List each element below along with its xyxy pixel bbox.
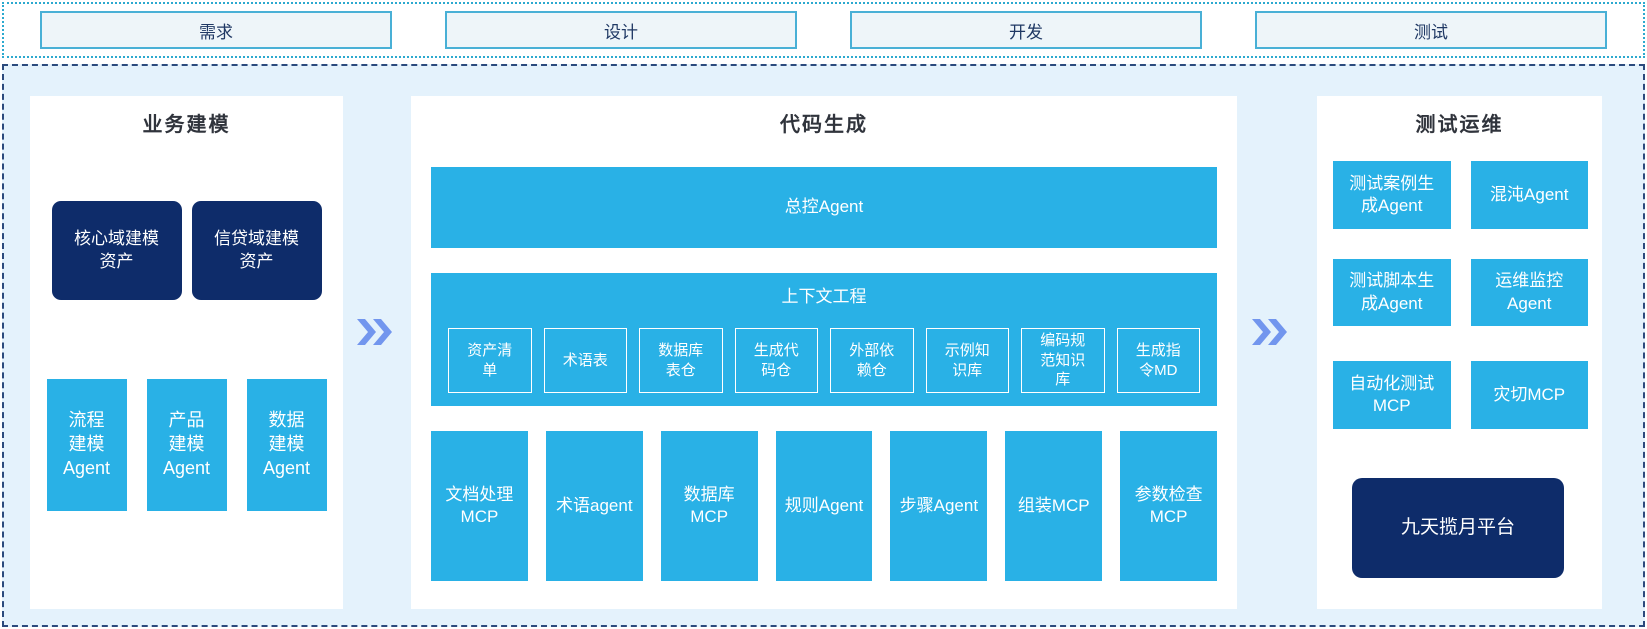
- tool-box-param-check-mcp: 参数检查MCP: [1120, 431, 1218, 581]
- context-box-generated-code-repo: 生成代码仓: [734, 328, 818, 393]
- panel-business-modeling: 业务建模 核心域建模资产 信贷域建模资产 流程建模Agent 产品建模Agent…: [30, 96, 343, 609]
- asset-box-core-domain: 核心域建模资产: [51, 201, 182, 300]
- phase-box-design: 设计: [445, 11, 797, 49]
- testops-row-2: 测试脚本生成Agent 运维监控Agent: [1333, 259, 1588, 326]
- panel-code-generation: 代码生成 总控Agent 上下文工程 资产清单 术语表 数据库表仓 生成代码仓 …: [411, 96, 1237, 609]
- agent-box-chaos: 混沌Agent: [1470, 161, 1588, 229]
- context-box-example-knowledge-base: 示例知识库: [925, 328, 1009, 393]
- phase-box-testing: 测试: [1255, 11, 1607, 49]
- tool-box-rule-agent: 规则Agent: [775, 431, 873, 581]
- agent-box-data-modeling: 数据建模Agent: [246, 379, 327, 511]
- agent-box-process-modeling: 流程建模Agent: [46, 379, 127, 511]
- platform-box-jiutian-lanyue: 九天揽月平台: [1352, 478, 1564, 578]
- panel-title-test-ops: 测试运维: [1415, 114, 1504, 136]
- agent-box-test-script-generation: 测试脚本生成Agent: [1333, 259, 1451, 326]
- phase-box-development: 开发: [850, 11, 1202, 49]
- testops-row-1: 测试案例生成Agent 混沌Agent: [1333, 161, 1588, 229]
- tool-box-database-mcp: 数据库MCP: [660, 431, 758, 581]
- context-box-external-dependency-repo: 外部依赖仓: [830, 328, 914, 393]
- context-box-db-table-repo: 数据库表仓: [639, 328, 723, 393]
- codegen-tool-row: 文档处理MCP 术语agent 数据库MCP 规则Agent 步骤Agent 组…: [431, 431, 1218, 581]
- tool-box-assembly-mcp: 组装MCP: [1005, 431, 1103, 581]
- testops-row-3: 自动化测试MCP 灾切MCP: [1333, 361, 1588, 429]
- context-box-coding-standard-kb: 编码规范知识库: [1021, 328, 1105, 393]
- double-chevron-right-icon: [1252, 319, 1287, 345]
- context-box-glossary: 术语表: [543, 328, 627, 393]
- tool-box-doc-processing-mcp: 文档处理MCP: [431, 431, 528, 581]
- panel-test-ops: 测试运维 测试案例生成Agent 混沌Agent 测试脚本生成Agent 运维监…: [1317, 96, 1602, 609]
- context-item-row: 资产清单 术语表 数据库表仓 生成代码仓 外部依赖仓 示例知识库 编码规范知识库…: [448, 328, 1200, 393]
- master-control-agent-bar: 总控Agent: [431, 167, 1217, 248]
- modeling-asset-row: 核心域建模资产 信贷域建模资产: [30, 201, 343, 300]
- double-chevron-right-icon: [357, 319, 392, 345]
- context-engineering-block: 上下文工程 资产清单 术语表 数据库表仓 生成代码仓 外部依赖仓 示例知识库 编…: [431, 273, 1217, 406]
- panel-title-business-modeling: 业务建模: [142, 114, 231, 136]
- context-box-asset-list: 资产清单: [448, 328, 532, 393]
- asset-box-credit-domain: 信贷域建模资产: [191, 201, 322, 300]
- tool-box-step-agent: 步骤Agent: [890, 431, 988, 581]
- agent-box-product-modeling: 产品建模Agent: [146, 379, 227, 511]
- tool-box-automated-test-mcp: 自动化测试MCP: [1333, 361, 1451, 429]
- tool-box-terminology-agent: 术语agent: [545, 431, 643, 581]
- modeling-agent-row: 流程建模Agent 产品建模Agent 数据建模Agent: [30, 379, 343, 511]
- phase-bar: 需求 设计 开发 测试: [2, 2, 1645, 58]
- context-engineering-title: 上下文工程: [781, 287, 867, 306]
- phase-box-requirements: 需求: [40, 11, 392, 49]
- tool-box-disaster-switch-mcp: 灾切MCP: [1470, 361, 1588, 429]
- context-box-instruction-md: 生成指令MD: [1116, 328, 1200, 393]
- main-section: 业务建模 核心域建模资产 信贷域建模资产 流程建模Agent 产品建模Agent…: [2, 64, 1645, 627]
- panel-title-code-generation: 代码生成: [780, 114, 868, 136]
- agent-box-ops-monitoring: 运维监控Agent: [1470, 259, 1588, 326]
- agent-box-test-case-generation: 测试案例生成Agent: [1333, 161, 1451, 229]
